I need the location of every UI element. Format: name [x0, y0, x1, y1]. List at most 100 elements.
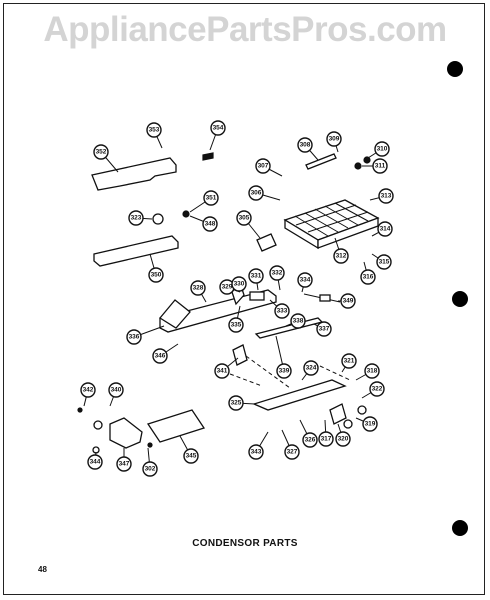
callout-circle: [333, 248, 349, 264]
callout-number: 309: [329, 136, 340, 143]
tube-part: [305, 153, 337, 170]
callout-circle: [377, 221, 393, 237]
grommet-part: [152, 213, 164, 225]
callout-number: 352: [96, 149, 107, 156]
callout-number: 319: [365, 421, 376, 428]
callout-circle: [274, 303, 290, 319]
base-bracket-part: [329, 403, 347, 425]
diagram-caption: CONDENSOR PARTS: [192, 538, 298, 549]
callout-number: 335: [231, 322, 242, 329]
connector-part: [319, 294, 331, 302]
callout-number: 324: [306, 365, 317, 372]
callout-341: 341: [214, 357, 239, 379]
callout-315: 315: [371, 253, 392, 270]
callout-324: 324: [301, 360, 319, 381]
callout-circle: [362, 416, 378, 432]
callout-number: 318: [367, 368, 378, 375]
assembly-guide-line: [319, 365, 351, 381]
callout-circle: [255, 158, 271, 174]
callout-347: 347: [116, 448, 132, 472]
callout-309: 309: [326, 131, 342, 153]
upper-bracket-part: [91, 157, 177, 191]
callout-circle: [190, 280, 206, 296]
small-bracket-part: [256, 233, 277, 252]
callout-circle: [108, 382, 124, 398]
callout-343: 343: [248, 431, 269, 460]
callout-number: 314: [380, 226, 391, 233]
callout-circle: [297, 272, 313, 288]
callout-312: 312: [333, 237, 349, 264]
callout-number: 308: [300, 142, 311, 149]
callout-number: 323: [131, 215, 142, 222]
callout-338: 338: [285, 313, 306, 329]
callout-353: 353: [146, 122, 163, 149]
assembly-guide-line: [229, 373, 263, 387]
callout-circle: [236, 210, 252, 226]
callout-325: 325: [228, 395, 257, 411]
callout-335: 335: [228, 305, 244, 333]
callout-number: 342: [83, 387, 94, 394]
callout-labels: 3023053063073083093103113123133143153163…: [80, 120, 394, 477]
callout-circle: [276, 363, 292, 379]
drain-pan-part: [146, 409, 206, 443]
callout-circle: [126, 329, 142, 345]
callout-number: 354: [213, 125, 224, 132]
callout-316: 316: [360, 261, 376, 285]
callout-328: 328: [190, 280, 207, 303]
callout-320: 320: [335, 423, 351, 447]
trim-strip-part: [254, 317, 324, 339]
callout-circle: [87, 454, 103, 470]
page-border: [3, 3, 485, 595]
binder-hole-middle: [452, 291, 468, 307]
callout-circle: [302, 432, 318, 448]
callout-circle: [369, 381, 385, 397]
callout-number: 325: [231, 400, 242, 407]
callout-circle: [248, 444, 264, 460]
callout-342: 342: [80, 382, 96, 407]
callout-number: 349: [343, 298, 354, 305]
nut-part: [93, 420, 103, 430]
callout-number: 329: [222, 284, 233, 291]
callout-302: 302: [142, 447, 158, 477]
callout-circle: [269, 265, 285, 281]
callout-number: 321: [344, 358, 355, 365]
callout-332: 332: [269, 265, 285, 291]
callout-circle: [152, 348, 168, 364]
callout-349: 349: [338, 293, 356, 309]
callout-circle: [341, 353, 357, 369]
callout-305: 305: [236, 210, 261, 239]
callout-number: 344: [90, 459, 101, 466]
watermark: AppliancePartsPros.com: [43, 10, 447, 49]
support-bracket-part: [109, 417, 143, 449]
callout-number: 331: [251, 273, 262, 280]
callout-number: 330: [234, 281, 245, 288]
callout-number: 322: [372, 386, 383, 393]
callout-number: 320: [338, 436, 349, 443]
callout-344: 344: [87, 451, 103, 470]
lower-rail-part: [93, 235, 179, 267]
callout-number: 345: [186, 453, 197, 460]
callout-337: 337: [313, 321, 332, 337]
callout-circle: [228, 317, 244, 333]
callout-number: 316: [363, 274, 374, 281]
callout-number: 353: [149, 127, 160, 134]
callout-334: 334: [297, 272, 313, 293]
screw-part: [77, 407, 83, 413]
callout-number: 307: [258, 163, 269, 170]
callout-306: 306: [248, 185, 281, 201]
callout-number: 310: [377, 146, 388, 153]
side-bracket-part: [232, 344, 248, 366]
callout-circle: [303, 360, 319, 376]
binder-hole-top: [447, 61, 463, 77]
callout-351: 351: [189, 190, 219, 213]
callout-350: 350: [148, 253, 164, 283]
callout-313: 313: [369, 188, 394, 204]
callout-352: 352: [93, 144, 119, 173]
callout-circle: [316, 321, 332, 337]
callout-circle: [248, 185, 264, 201]
callout-307: 307: [255, 158, 283, 177]
callout-322: 322: [361, 381, 385, 399]
grommet-part: [343, 419, 353, 429]
callout-circle: [202, 216, 218, 232]
callout-circle: [335, 431, 351, 447]
